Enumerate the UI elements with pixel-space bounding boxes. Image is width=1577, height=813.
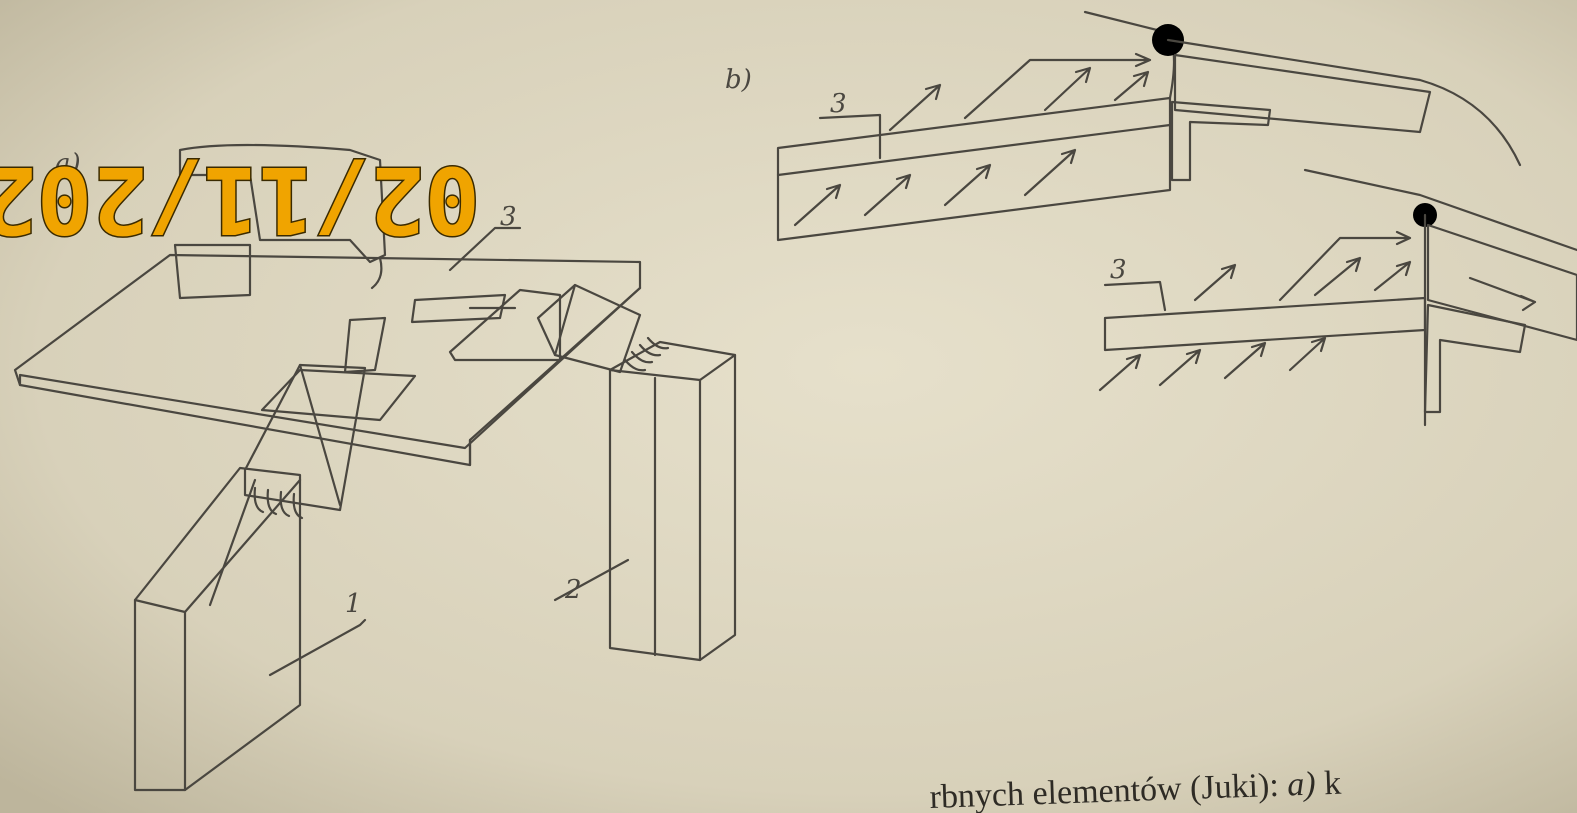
top-channel — [1173, 53, 1432, 134]
workpiece-slide — [410, 293, 507, 324]
leader-1 — [268, 618, 367, 677]
right-fold-plate — [448, 288, 562, 362]
panel-a-label: a) — [55, 149, 81, 179]
right-gripper-fingers — [623, 336, 670, 372]
label-part-3-a: 3 — [500, 202, 517, 232]
sewing-machine-head — [178, 143, 387, 264]
leader-3-b-bottom — [1103, 280, 1167, 312]
panel-a-drawing — [13, 143, 737, 792]
table-top — [13, 253, 642, 467]
date-stamp-text: 02/11/2020 — [0, 150, 480, 250]
caption-italic: a) — [1287, 766, 1317, 804]
bottom-bracket — [1423, 303, 1527, 414]
table-front-edge — [18, 286, 642, 450]
top-curved-guide — [1166, 38, 1522, 167]
right-chute — [536, 283, 642, 374]
bottom-channel — [1426, 223, 1577, 342]
label-part-2: 2 — [564, 575, 582, 605]
left-fold-plate — [260, 368, 417, 422]
label-part-3-b-bottom: 3 — [1110, 255, 1127, 285]
leader-3-a — [448, 226, 522, 272]
label-part-1: 1 — [345, 589, 362, 619]
panel-b-drawing — [776, 10, 1577, 427]
caption-tail: k — [1315, 765, 1342, 803]
panel-b-label: b) — [725, 65, 752, 95]
left-chute — [243, 363, 367, 512]
top-panel-body — [776, 96, 1172, 242]
label-part-3-b-top: 3 — [830, 89, 847, 119]
left-gripper-fingers — [253, 486, 304, 520]
top-bracket — [1170, 100, 1272, 182]
small-part — [343, 316, 387, 374]
machine-base-block — [173, 243, 252, 300]
stack-2 — [608, 340, 737, 662]
leader-2 — [553, 558, 630, 602]
leader-3-b-top — [818, 113, 882, 160]
date-stamp: 02/11/2020 — [0, 150, 482, 250]
stack-1 — [133, 466, 302, 792]
